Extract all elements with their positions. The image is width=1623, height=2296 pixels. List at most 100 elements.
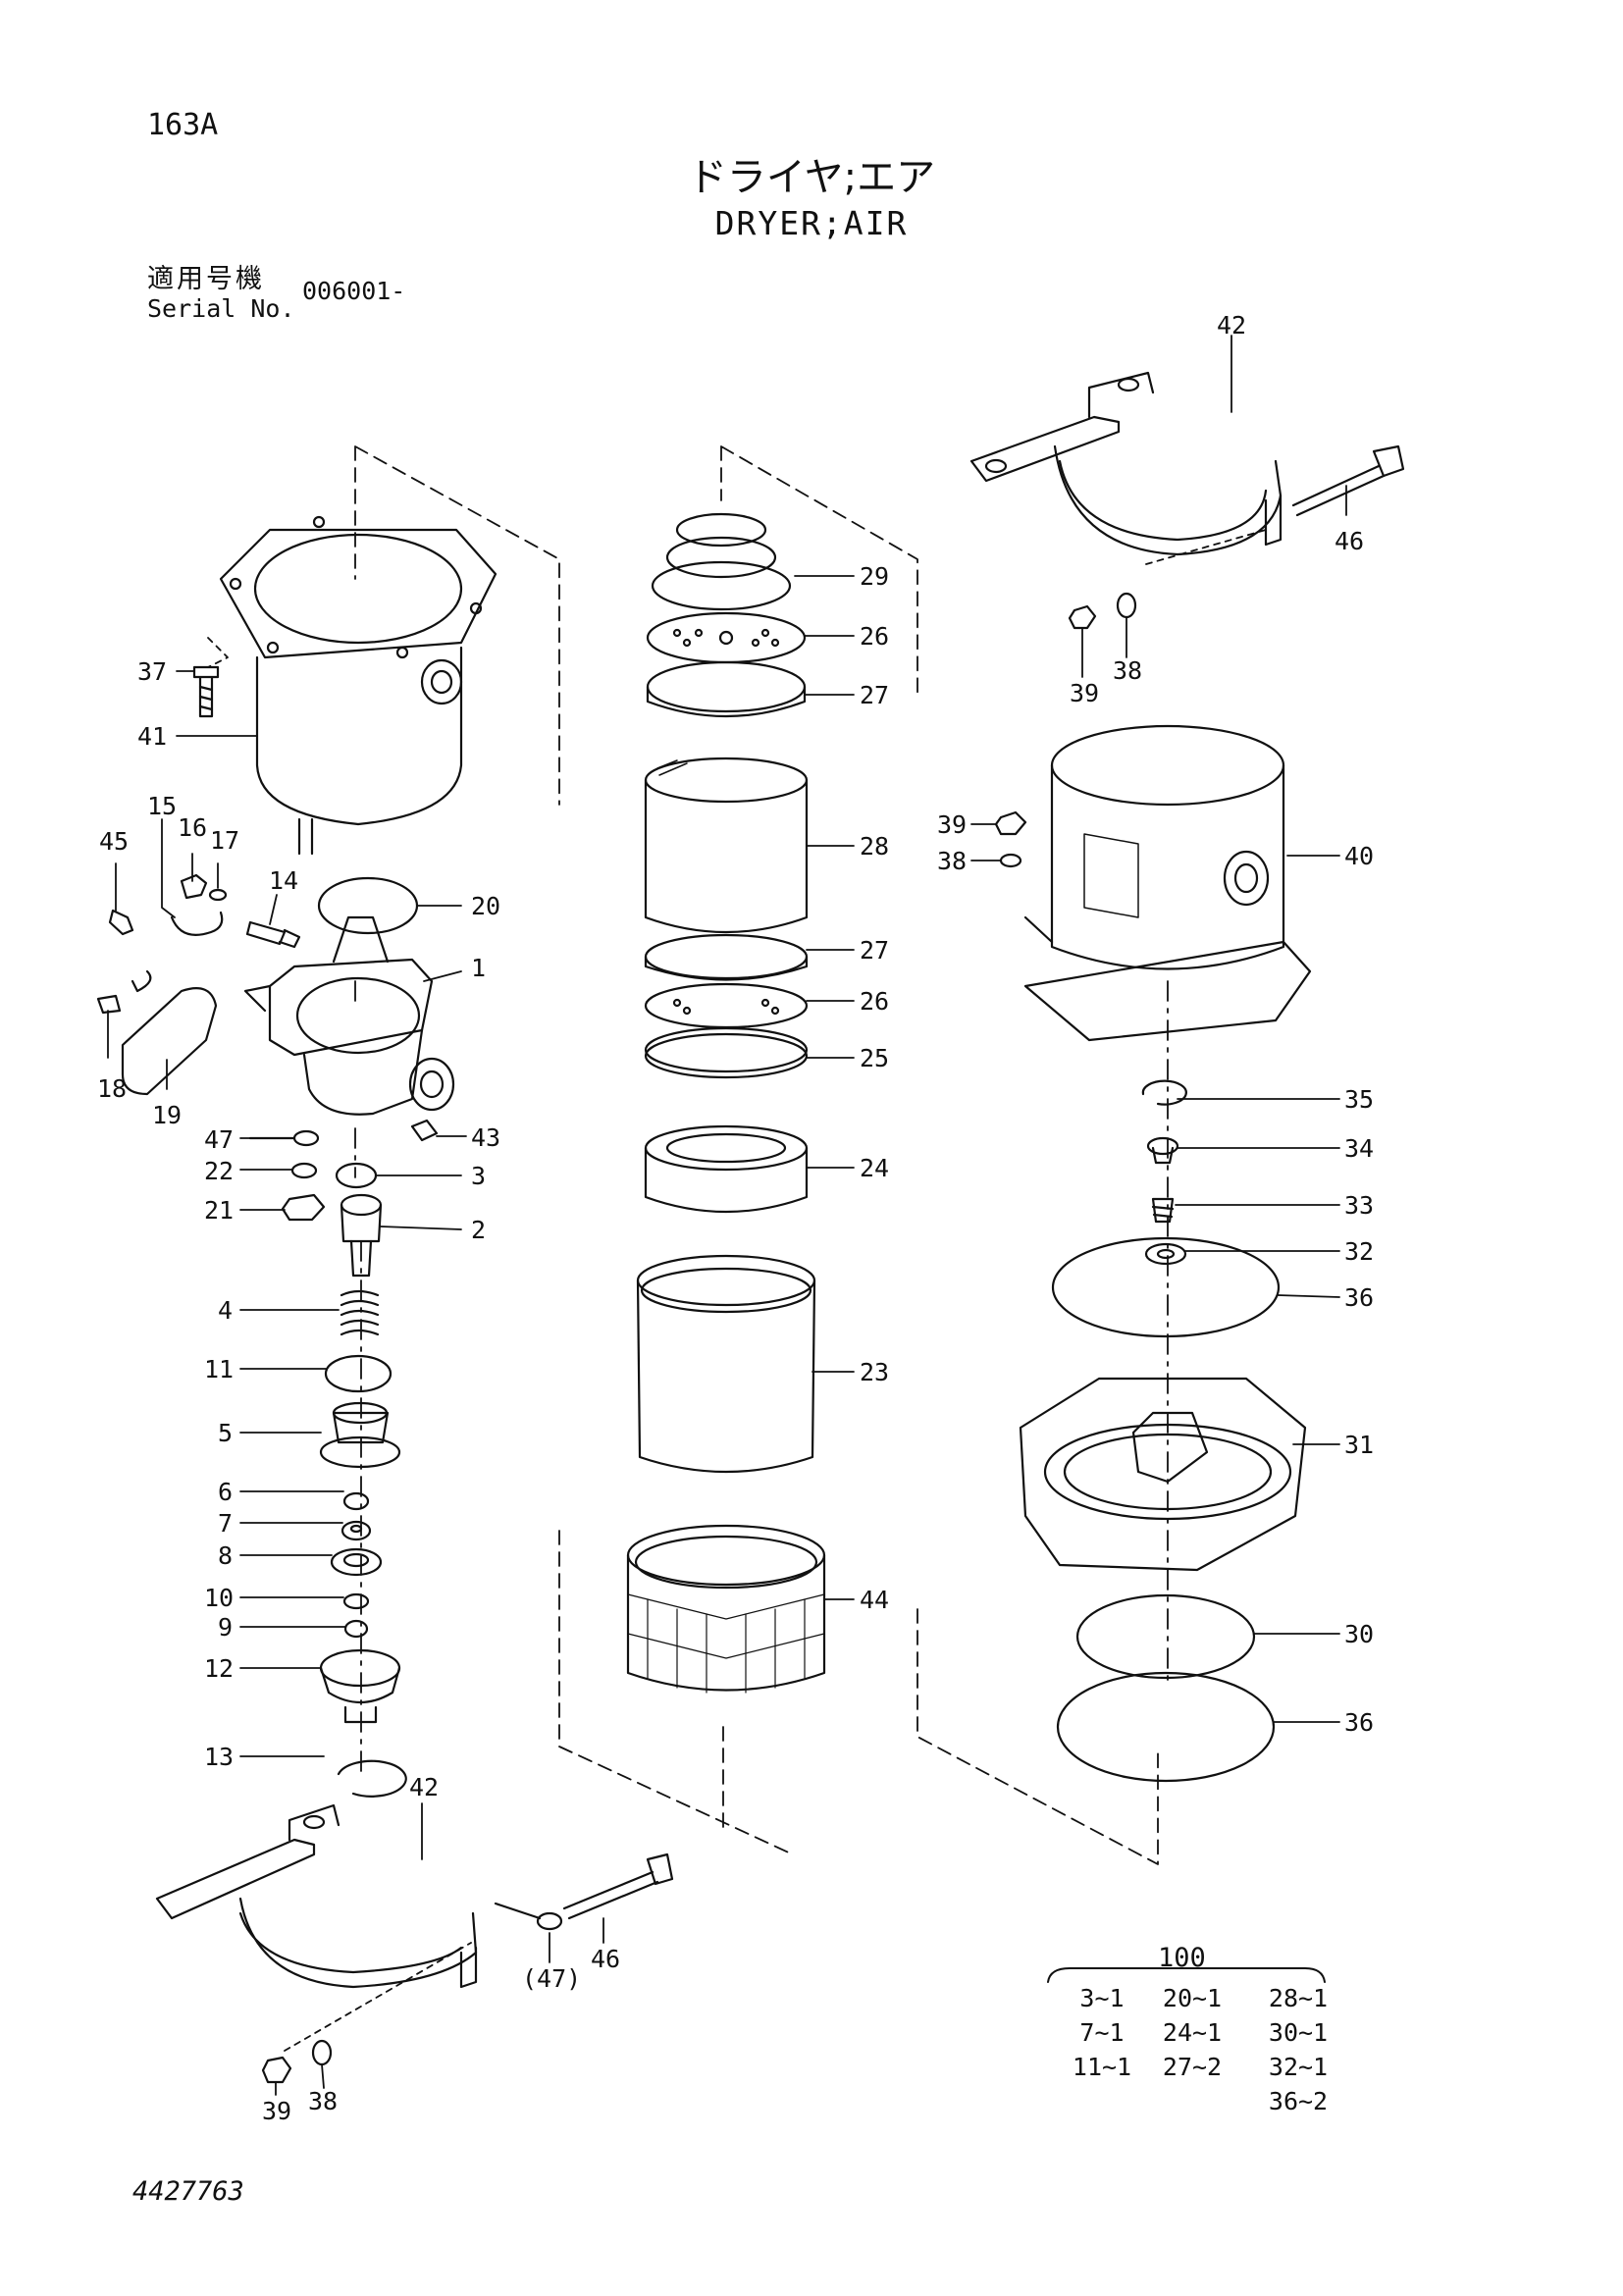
callout-38-side: 38 (937, 847, 967, 875)
kit-cell: 27~2 (1162, 2053, 1223, 2081)
kit-bracket (1047, 1967, 1326, 1983)
part-17-washer (208, 888, 228, 902)
part-32-valve-disc (1144, 1242, 1187, 1266)
part-33-valve-spring (1151, 1197, 1175, 1224)
document-number: 4427763 (132, 2176, 244, 2207)
callout-38-lower: 38 (308, 2087, 338, 2115)
callout-14: 14 (269, 866, 298, 895)
part-42-upper-clamp-band (969, 371, 1283, 556)
callout-19: 19 (152, 1101, 182, 1129)
part-27-filter-pad-lower (644, 933, 809, 981)
part-36-large-o-ring-lower (1056, 1671, 1276, 1783)
part-45-screw (108, 909, 134, 936)
kit-cell: 28~1 (1268, 1984, 1329, 2012)
part-38-upper-washer (1116, 592, 1137, 619)
part-26-perforated-plate-upper (646, 611, 807, 664)
kit-cell: 7~1 (1079, 2018, 1125, 2047)
callout-39-lower: 39 (262, 2097, 291, 2125)
callout-28: 28 (860, 832, 889, 861)
kit-cell: 20~1 (1162, 1984, 1223, 2012)
callout-7: 7 (218, 1509, 233, 1538)
part-21-nut (281, 1193, 326, 1222)
page-title-en: DRYER;AIR (714, 204, 909, 242)
kit-number: 100 (1158, 1943, 1206, 1973)
part-36-large-o-ring-upper (1051, 1236, 1281, 1338)
callout-44: 44 (860, 1586, 889, 1614)
callout-20: 20 (471, 892, 500, 920)
part-38-washer-side (999, 853, 1022, 868)
callout-31: 31 (1344, 1431, 1374, 1459)
part-47-ground-lead (248, 1129, 320, 1147)
callout-22: 22 (204, 1157, 234, 1185)
part-14-sensor (245, 920, 301, 949)
callout-47-lower: (47) (522, 1964, 581, 1993)
part-38-lower-washer (311, 2039, 333, 2066)
part-26-perforated-plate-lower (644, 982, 809, 1029)
part-41-dryer-cover (219, 515, 497, 856)
callout-32: 32 (1344, 1237, 1374, 1266)
callout-10: 10 (204, 1584, 234, 1612)
part-39-nut-side (994, 810, 1027, 836)
part-43-plug (410, 1119, 439, 1142)
callout-24: 24 (860, 1154, 889, 1182)
callout-42-upper: 42 (1217, 311, 1246, 339)
part-18-screw (96, 994, 122, 1015)
callout-41: 41 (137, 722, 167, 751)
part-8-cup (330, 1547, 383, 1577)
callout-leader-lines (107, 335, 1347, 2096)
callout-39-side: 39 (937, 810, 967, 839)
callout-9: 9 (218, 1613, 233, 1642)
callout-46-upper: 46 (1335, 527, 1364, 555)
callout-5: 5 (218, 1419, 233, 1447)
callout-37: 37 (137, 657, 167, 686)
part-28-desiccant-cartridge (644, 757, 809, 934)
kit-cell: 30~1 (1268, 2018, 1329, 2047)
part-25-screen (644, 1026, 809, 1079)
callout-46-lower: 46 (591, 1945, 620, 1973)
serial-label-en: Serial No. (147, 294, 295, 323)
part-5-valve-seat (319, 1401, 401, 1469)
callout-40: 40 (1344, 842, 1374, 870)
callout-26-lower: 26 (860, 987, 889, 1016)
callout-36-lower: 36 (1344, 1708, 1374, 1737)
page-title-jp: ドライヤ;エア (687, 155, 936, 200)
part-10-ring (342, 1592, 370, 1610)
callout-34: 34 (1344, 1134, 1374, 1163)
callout-43: 43 (471, 1123, 500, 1152)
part-22-washer (290, 1162, 318, 1179)
serial-number-value: 006001- (302, 277, 406, 305)
kit-cell: 32~1 (1268, 2053, 1329, 2081)
callout-25: 25 (860, 1044, 889, 1072)
callout-21: 21 (204, 1196, 234, 1225)
part-16-nut (180, 873, 208, 900)
part-27-filter-pad-upper (646, 660, 807, 718)
callout-33: 33 (1344, 1191, 1374, 1220)
part-34-valve-cap (1146, 1136, 1179, 1165)
callout-27-upper: 27 (860, 681, 889, 709)
part-19-bracket-plate (121, 987, 218, 1096)
callout-12: 12 (204, 1654, 234, 1683)
kit-cell: 11~1 (1072, 2053, 1132, 2081)
callout-18: 18 (97, 1074, 127, 1103)
kit-cell: 3~1 (1079, 1984, 1125, 2012)
callout-27-lower: 27 (860, 936, 889, 965)
callout-13: 13 (204, 1743, 234, 1771)
part-20-o-ring (317, 876, 419, 935)
part-42-lower-clamp-band (155, 1803, 478, 1989)
callout-38-upper: 38 (1113, 656, 1142, 685)
part-24-seal-ring (644, 1124, 809, 1214)
callout-8: 8 (218, 1541, 233, 1570)
part-30-o-ring (1075, 1593, 1256, 1680)
callout-16: 16 (178, 813, 207, 842)
callout-2: 2 (471, 1216, 486, 1244)
part-29-spring (651, 512, 792, 611)
part-44-mesh-sleeve (626, 1524, 826, 1694)
assembly-guide-lines (207, 445, 1267, 2052)
part-35-snap-ring (1141, 1079, 1187, 1106)
part-1-dryer-head (243, 915, 455, 1116)
part-2-valve-stem (340, 1193, 383, 1278)
part-39-lower-nut (261, 2056, 292, 2084)
callout-29: 29 (860, 562, 889, 591)
part-46-upper-bolt (1291, 444, 1405, 517)
